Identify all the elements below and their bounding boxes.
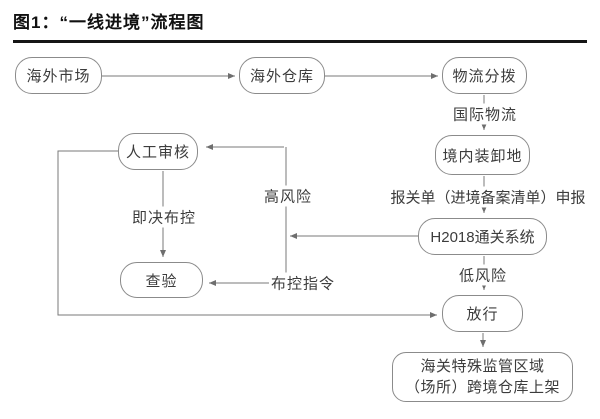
node-manual-review: 人工审核: [118, 133, 198, 170]
edge-label-low-risk: 低风险: [456, 264, 510, 286]
node-h2018-system: H2018通关系统: [418, 218, 547, 255]
edge-label-high-risk: 高风险: [261, 185, 315, 207]
node-domestic-unloading: 境内装卸地: [435, 135, 530, 175]
edge-label-control-command: 布控指令: [268, 272, 338, 294]
node-customs-warehouse-line1: 海关特殊监管区域: [420, 358, 545, 375]
node-release: 放行: [442, 295, 523, 332]
edge-label-declaration: 报关单（进境备案清单）申报: [388, 186, 588, 208]
node-customs-warehouse: 海关特殊监管区域 （场所）跨境仓库上架: [392, 352, 573, 402]
node-inspection: 查验: [120, 262, 203, 298]
node-overseas-warehouse: 海外仓库: [239, 57, 325, 94]
node-logistics-distribution: 物流分拨: [442, 57, 527, 94]
node-customs-warehouse-line2: （场所）跨境仓库上架: [404, 379, 560, 396]
title-divider: [13, 40, 587, 43]
node-overseas-market: 海外市场: [15, 57, 102, 94]
figure-title: 图1：“一线进境”流程图: [13, 13, 205, 32]
edge-label-immediate-control: 即决布控: [129, 206, 199, 228]
edge-label-international-logistics: 国际物流: [450, 103, 520, 125]
